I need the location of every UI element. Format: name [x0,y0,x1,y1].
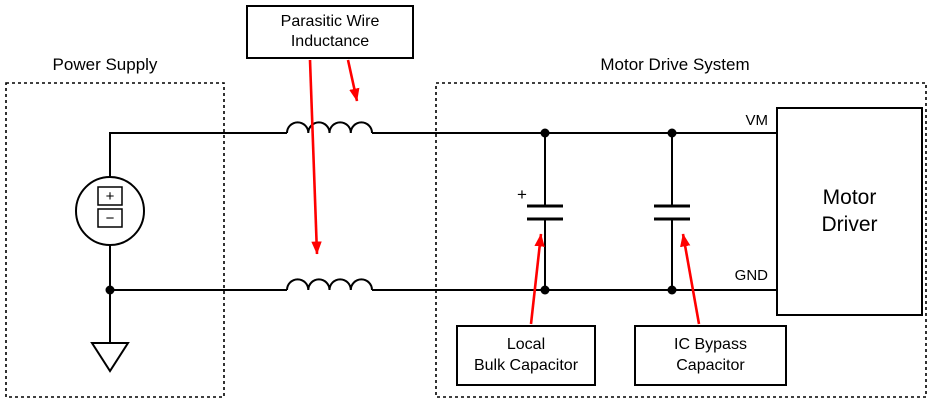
power-supply-title: Power Supply [52,55,158,74]
circuit-wires [109,132,776,343]
junction-dots [105,128,677,295]
junction-dot [667,128,677,138]
parasitic-callout-line2: Inductance [290,33,370,50]
junction-dot [540,128,550,138]
junction-dot [540,285,550,295]
ic-bypass-capacitor-callout: IC Bypass Capacitor [634,325,787,386]
arrow-to-bypass-capacitor [680,233,701,325]
voltage-source-minus-box [97,208,123,228]
top-rail-wire [109,132,776,177]
voltage-source-plus-sign: + [106,188,115,205]
arrow-to-bottom-inductor [308,59,322,255]
voltage-source-circle [75,176,145,246]
bypass-callout-line1: IC Bypass [674,336,747,354]
motor-driver-block: Motor Driver [776,107,923,316]
vm-pin-label: VM [745,112,769,129]
callout-arrows [308,59,701,325]
motor-driver-line2: Driver [821,212,878,236]
bulk-capacitor-polarity-sign: + [517,185,527,204]
parasitic-callout-line1: Parasitic Wire [280,12,380,30]
local-bulk-capacitor-callout: Local Bulk Capacitor [456,325,596,386]
junction-dot [105,285,115,295]
power-supply-boundary [5,82,225,398]
bulk-callout-line2: Bulk Capacitor [473,356,579,374]
bypass-callout-line2: Capacitor [676,356,745,374]
voltage-source-minus-sign: − [106,210,115,227]
gnd-pin-label: GND [734,267,768,284]
inductor-top-icon [286,121,373,134]
junction-dot [667,285,677,295]
arrow-to-bulk-capacitor [529,233,545,325]
bulk-callout-line1: Local [506,336,546,354]
motor-drive-system-title: Motor Drive System [600,55,750,74]
arrow-to-top-inductor [346,59,360,102]
voltage-source-icon: + − [75,176,145,246]
motor-driver-line1: Motor [822,186,877,210]
bulk-capacitor-icon: + [517,185,563,221]
voltage-source-plus-box [97,186,123,206]
parasitic-inductance-callout: Parasitic Wire Inductance [246,5,414,59]
bypass-capacitor-icon [654,204,690,221]
inductor-bottom-icon [286,278,373,291]
ground-icon [90,342,130,373]
